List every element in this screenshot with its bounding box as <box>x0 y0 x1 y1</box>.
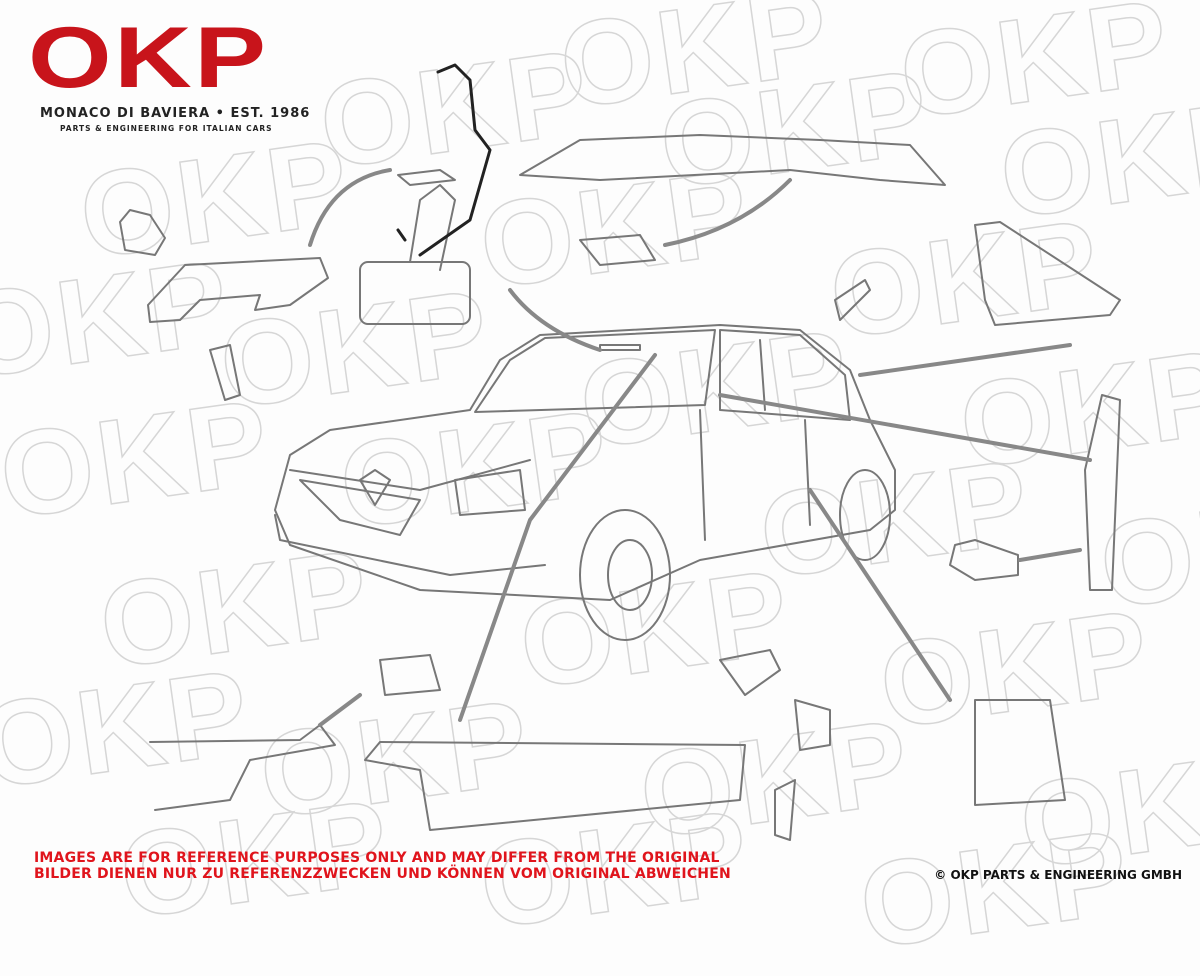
logo-mark: OKP <box>28 10 269 106</box>
disclaimer-line-en: IMAGES ARE FOR REFERENCE PURPOSES ONLY A… <box>34 850 720 866</box>
sun-visor-arm-part <box>119 209 329 401</box>
disclaimer: IMAGES ARE FOR REFERENCE PURPOSES ONLY A… <box>34 850 731 882</box>
rearview-mirror-part <box>359 169 471 325</box>
pillar-trim-part <box>1084 394 1121 591</box>
callout-arrows <box>308 168 1092 727</box>
parts-diagram <box>119 63 1121 841</box>
clip-part <box>579 234 656 266</box>
okp-logo: OKP MONACO DI BAVIERA • EST. 1986 PARTS … <box>28 15 318 133</box>
disclaimer-line-de: BILDER DIENEN NUR ZU REFERENZZWECKEN UND… <box>34 866 731 882</box>
logo-tagline: MONACO DI BAVIERA • EST. 1986 <box>40 106 311 121</box>
mirror-bolt-part <box>396 63 492 257</box>
headliner-part <box>519 134 946 186</box>
plug-part <box>949 539 1019 581</box>
screw-part <box>834 279 871 321</box>
logo-subtitle: PARTS & ENGINEERING FOR ITALIAN CARS <box>60 124 273 133</box>
copyright-notice: © OKP PARTS & ENGINEERING GMBH <box>934 868 1182 882</box>
door-rod-parts <box>149 649 1066 841</box>
car-illustration <box>274 324 896 641</box>
quarter-trim-part <box>974 221 1121 326</box>
